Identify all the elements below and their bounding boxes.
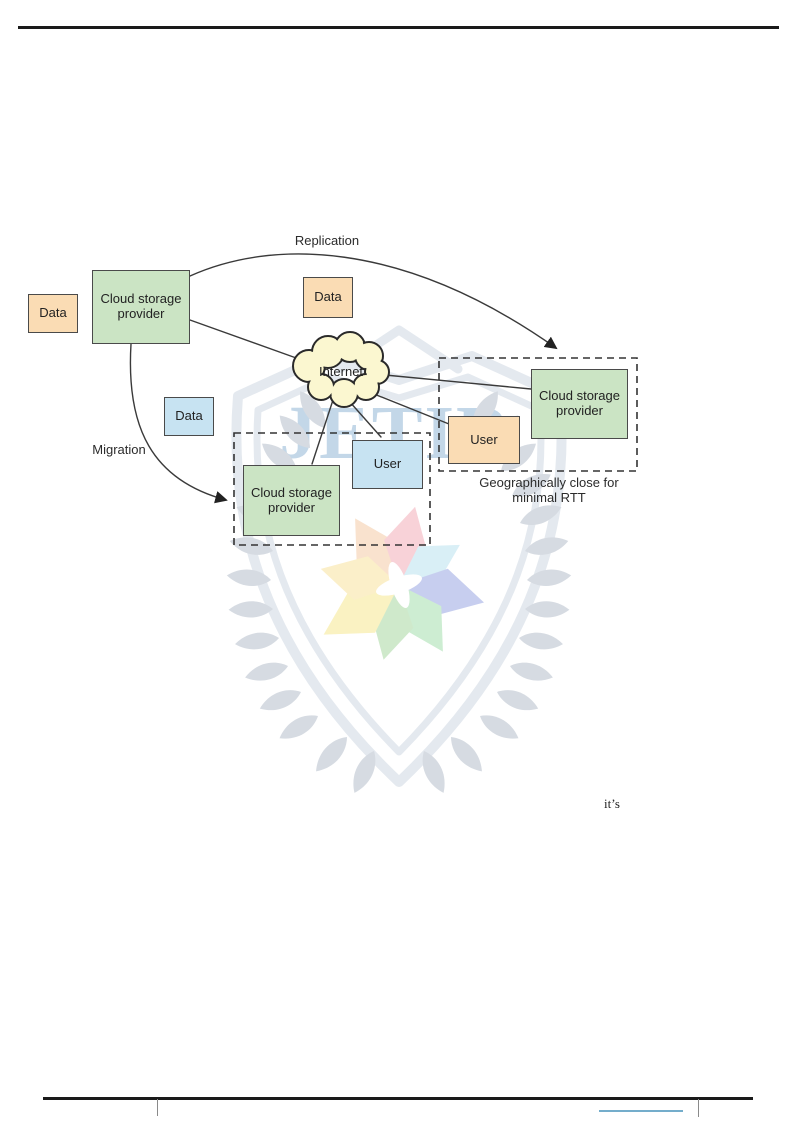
bottom-page-rule bbox=[43, 1097, 753, 1100]
dashed-group-borders bbox=[233, 357, 638, 546]
data-box-middle-label: Data bbox=[175, 408, 203, 424]
link-internet-to-remote-provider bbox=[384, 374, 532, 390]
body-text-fragment: it’s bbox=[604, 796, 620, 811]
remote-site-dashed-box bbox=[438, 357, 638, 472]
data-box-top: Data bbox=[303, 277, 353, 318]
internet-cloud-icon bbox=[292, 331, 390, 408]
data-box-top-label: Data bbox=[314, 289, 342, 305]
footer-tick-right bbox=[698, 1099, 699, 1117]
top-page-rule bbox=[18, 26, 779, 29]
cloud-storage-provider-migrated-box: Cloud storage provider bbox=[243, 465, 340, 536]
user-local-label: User bbox=[373, 456, 402, 472]
geo-caption-line2: minimal RTT bbox=[512, 490, 586, 506]
cloud-storage-provider-remote-label: Cloud storage provider bbox=[539, 388, 620, 418]
data-box-middle: Data bbox=[164, 397, 214, 436]
cloud-storage-provider-main-label: Cloud storage provider bbox=[100, 291, 182, 321]
data-box-left-label: Data bbox=[39, 305, 67, 321]
user-remote-label: User bbox=[470, 431, 498, 447]
replication-arrow bbox=[189, 253, 558, 350]
user-local-box: User bbox=[352, 440, 423, 489]
link-internet-to-local-user bbox=[348, 400, 382, 438]
link-internet-to-remote-user bbox=[373, 393, 450, 425]
migration-site-dashed-box bbox=[233, 432, 431, 546]
footer-link-underline bbox=[599, 1110, 683, 1112]
cloud-storage-provider-main-box: Cloud storage provider bbox=[92, 270, 190, 344]
internet-label: Internet bbox=[318, 364, 364, 379]
cloud-storage-provider-migrated-label: Cloud storage provider bbox=[251, 484, 332, 515]
footer-tick-left bbox=[157, 1099, 158, 1116]
geo-caption: Geographically close for minimal RTT bbox=[454, 475, 644, 506]
migration-label: Migration bbox=[92, 442, 146, 457]
jetir-watermark: JETIR bbox=[225, 325, 573, 797]
link-internet-to-migrated-provider bbox=[311, 399, 334, 465]
link-provider-to-internet bbox=[189, 319, 300, 360]
user-remote-box: User bbox=[448, 416, 520, 464]
replication-label: Replication bbox=[294, 233, 360, 248]
watermark-pinwheel-flower-icon bbox=[313, 506, 484, 661]
migration-arrow bbox=[129, 343, 228, 504]
geo-caption-line1: Geographically close for bbox=[479, 475, 619, 490]
cloud-storage-provider-remote-box: Cloud storage provider bbox=[531, 369, 628, 439]
figure-connectors bbox=[129, 253, 558, 504]
data-box-left: Data bbox=[28, 294, 78, 333]
